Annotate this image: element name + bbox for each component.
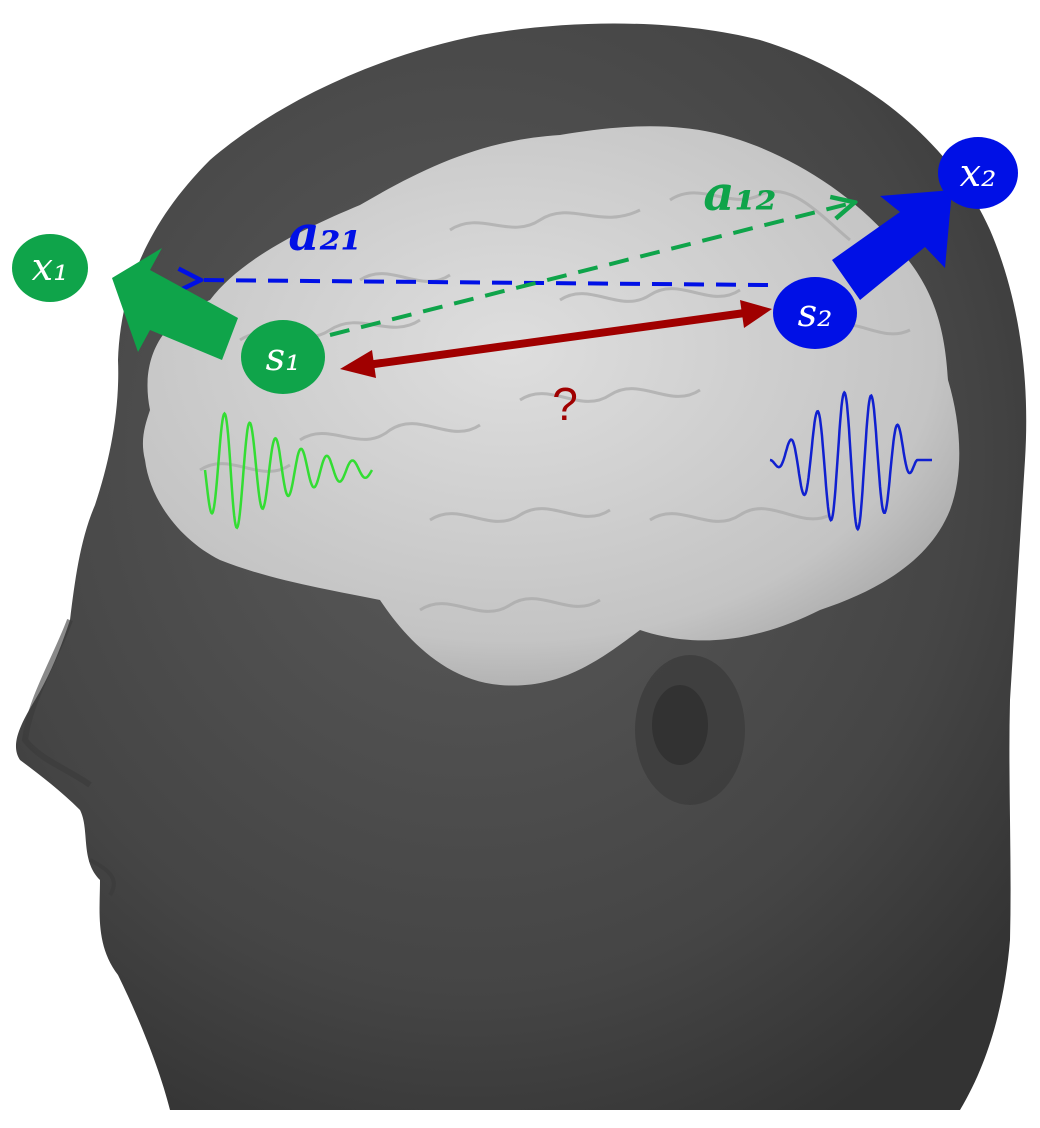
s1-s2-link	[340, 300, 772, 378]
s2-node: s₂	[773, 277, 857, 349]
x1-projection-arrow	[112, 248, 238, 360]
s1-node: s₁	[241, 320, 325, 394]
nose-shading	[21, 618, 92, 788]
brain-cortex	[142, 126, 960, 686]
question-mark: ?	[552, 378, 578, 430]
s2-signal-waveform	[769, 390, 932, 532]
s1-label: s₁	[266, 335, 301, 379]
x2-node: x₂	[938, 137, 1018, 209]
a21-label: a₂₁	[288, 206, 361, 262]
brain-gyri	[199, 189, 911, 613]
ear-inner	[652, 685, 708, 765]
s1-signal-waveform	[203, 411, 374, 530]
x2-label: x₂	[960, 151, 997, 195]
s2-label: s₂	[798, 291, 833, 335]
x2-projection-arrow	[832, 190, 952, 300]
x1-node: x₁	[12, 234, 88, 302]
lips-shading	[89, 858, 116, 897]
a12-connection	[329, 203, 852, 337]
x1-label: x₁	[32, 245, 69, 289]
a12-label: a₁₂	[703, 166, 776, 222]
